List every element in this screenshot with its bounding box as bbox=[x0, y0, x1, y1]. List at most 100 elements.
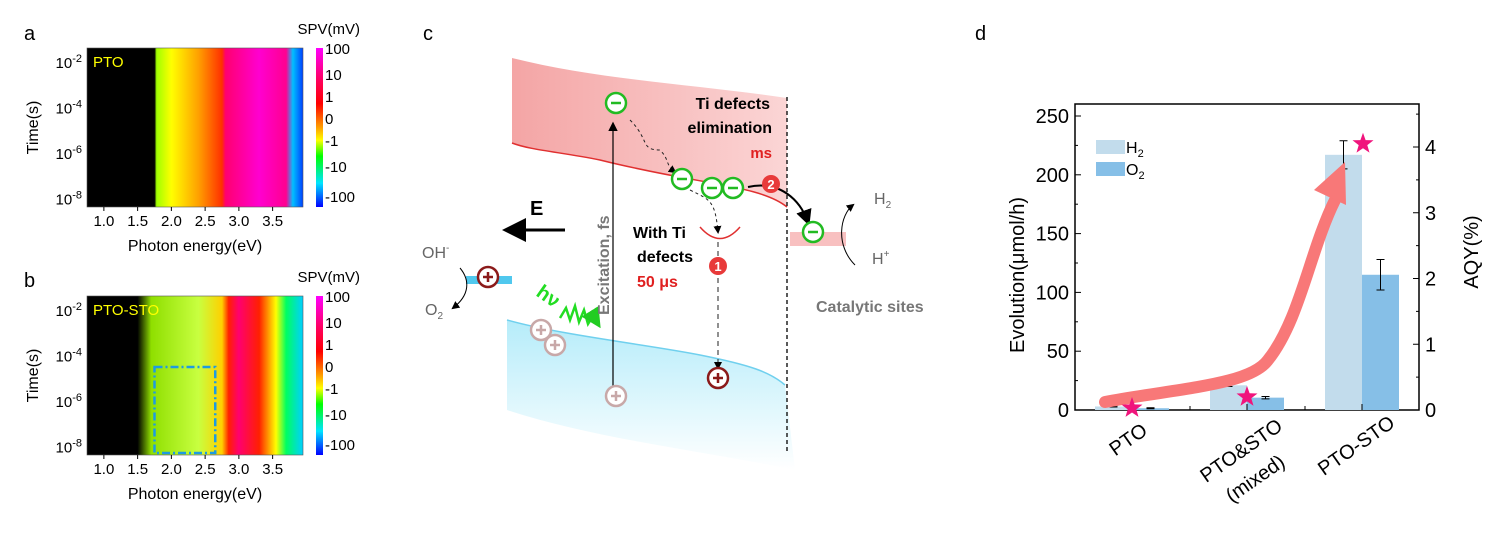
charge-carriers: 12 bbox=[476, 91, 825, 408]
colorbar-tick-label: -100 bbox=[325, 437, 355, 454]
colorbar-tick-label: -10 bbox=[325, 159, 347, 176]
error-bar bbox=[1146, 407, 1155, 410]
ti-elimination-label: Ti defects bbox=[696, 96, 771, 113]
legend-label: O2 bbox=[1126, 162, 1145, 182]
panel-label-a: a bbox=[24, 23, 36, 45]
y2-tick-label: 3 bbox=[1425, 203, 1436, 225]
x-tick-label: 2.0 bbox=[161, 213, 182, 230]
x-tick-label: 3.0 bbox=[228, 213, 249, 230]
aqy-star-marker bbox=[1121, 397, 1143, 417]
bar-o2 bbox=[1362, 274, 1399, 410]
y2-tick-label: 4 bbox=[1425, 137, 1436, 159]
panel-label-d: d bbox=[975, 23, 986, 45]
ti-elimination-time: ms bbox=[750, 145, 772, 162]
legend-label: H2 bbox=[1126, 140, 1144, 160]
trend-arrow bbox=[1099, 194, 1341, 408]
aqy-star-marker bbox=[1352, 132, 1374, 153]
x-tick-label: 3.5 bbox=[262, 461, 283, 478]
y-tick-label: 0 bbox=[1058, 400, 1069, 422]
with-ti-label-2: defects bbox=[637, 249, 693, 266]
y-tick-label: 10-2 bbox=[56, 301, 82, 320]
trap-path bbox=[689, 189, 722, 234]
x-tick-label: 2.5 bbox=[195, 213, 216, 230]
y-tick-label: 10-6 bbox=[56, 144, 82, 163]
y-tick-label: 10-2 bbox=[56, 53, 82, 72]
y-tick-label: 10-8 bbox=[56, 438, 82, 457]
step-marker bbox=[762, 175, 780, 193]
y-tick-label: 10-4 bbox=[56, 347, 82, 366]
conduction-band-edge bbox=[511, 142, 788, 208]
y-axis-label: Evolution(μmol/h) bbox=[1007, 197, 1029, 353]
error-bar bbox=[1261, 395, 1270, 400]
x-tick-label: PTO-STO bbox=[1314, 412, 1399, 481]
x-tick-label: 1.5 bbox=[127, 461, 148, 478]
ti-elimination-label-2: elimination bbox=[688, 120, 772, 137]
catalytic-sites-label: Catalytic sites bbox=[816, 299, 924, 316]
h2-label: H2 bbox=[874, 191, 892, 211]
photon-wave bbox=[558, 301, 601, 329]
y-axis-label: Time(s) bbox=[25, 101, 42, 155]
panel-label-b: b bbox=[24, 270, 35, 292]
bar-o2 bbox=[1247, 397, 1284, 410]
heatmap-b bbox=[87, 296, 303, 455]
y-tick-label: 250 bbox=[1036, 106, 1069, 128]
x-axis-label: Photon energy(eV) bbox=[128, 238, 262, 255]
legend-swatch bbox=[1096, 162, 1125, 176]
legend-swatch bbox=[1096, 140, 1125, 154]
x-tick-label: 2.0 bbox=[161, 461, 182, 478]
aqy-star-marker bbox=[1236, 385, 1258, 406]
y-tick-label: 50 bbox=[1047, 341, 1069, 363]
highlight-box bbox=[153, 365, 217, 455]
excitation-label: Excitation, fs bbox=[596, 215, 613, 315]
panel-d: 05010015020025001234Evolution(μmol/h)AQY… bbox=[1007, 103, 1483, 507]
colorbar-tick-label: 10 bbox=[325, 67, 342, 84]
y2-tick-label: 0 bbox=[1425, 400, 1436, 422]
colorbar-tick-label: -100 bbox=[325, 189, 355, 206]
step-number: 1 bbox=[714, 259, 721, 274]
colorbar-tick-label: -1 bbox=[325, 133, 338, 150]
oh-label: OH- bbox=[422, 243, 449, 262]
x-tick-label: 3.5 bbox=[262, 213, 283, 230]
x-tick-label: 1.0 bbox=[93, 213, 114, 230]
trap-well bbox=[699, 226, 741, 240]
sample-label: PTO bbox=[93, 54, 124, 71]
error-bar bbox=[1376, 258, 1385, 291]
colorbar-title: SPV(mV) bbox=[297, 269, 360, 286]
colorbar-title: SPV(mV) bbox=[297, 21, 360, 38]
panel-label-c: c bbox=[423, 23, 433, 45]
hplus-label: H+ bbox=[872, 249, 890, 268]
step-marker bbox=[709, 257, 727, 275]
valence-band-edge bbox=[506, 319, 786, 386]
step-number: 2 bbox=[767, 177, 774, 192]
colorbar-tick-label: 0 bbox=[325, 111, 333, 128]
x-axis-label: Photon energy(eV) bbox=[128, 486, 262, 503]
field-label: E bbox=[530, 198, 543, 220]
colorbar-tick-label: 100 bbox=[325, 289, 350, 306]
y-tick-label: 10-6 bbox=[56, 392, 82, 411]
x-tick-label: 1.5 bbox=[127, 213, 148, 230]
x-tick-label: 3.0 bbox=[228, 461, 249, 478]
y-tick-label: 100 bbox=[1036, 282, 1069, 304]
y-tick-label: 150 bbox=[1036, 224, 1069, 246]
colorbar-tick-label: 1 bbox=[325, 337, 333, 354]
y-tick-label: 200 bbox=[1036, 165, 1069, 187]
o2-evolution-arrow bbox=[451, 267, 468, 310]
trend-arrowhead bbox=[1314, 162, 1346, 205]
sample-label: PTO-STO bbox=[93, 302, 159, 319]
conduction-band bbox=[512, 58, 787, 207]
hv-label: hν bbox=[532, 281, 564, 312]
colorbar-b bbox=[316, 296, 323, 455]
x-tick-label: PTO bbox=[1106, 419, 1152, 460]
colorbar-a bbox=[316, 48, 323, 207]
valence-band bbox=[507, 320, 795, 470]
plot-frame bbox=[86, 295, 304, 456]
transfer-path bbox=[747, 184, 812, 226]
colorbar-tick-label: -1 bbox=[325, 381, 338, 398]
colorbar-tick-label: 10 bbox=[325, 315, 342, 332]
o2-label: O2 bbox=[425, 302, 443, 322]
y-axis-label: Time(s) bbox=[25, 349, 42, 403]
colorbar-tick-label: 1 bbox=[325, 89, 333, 106]
